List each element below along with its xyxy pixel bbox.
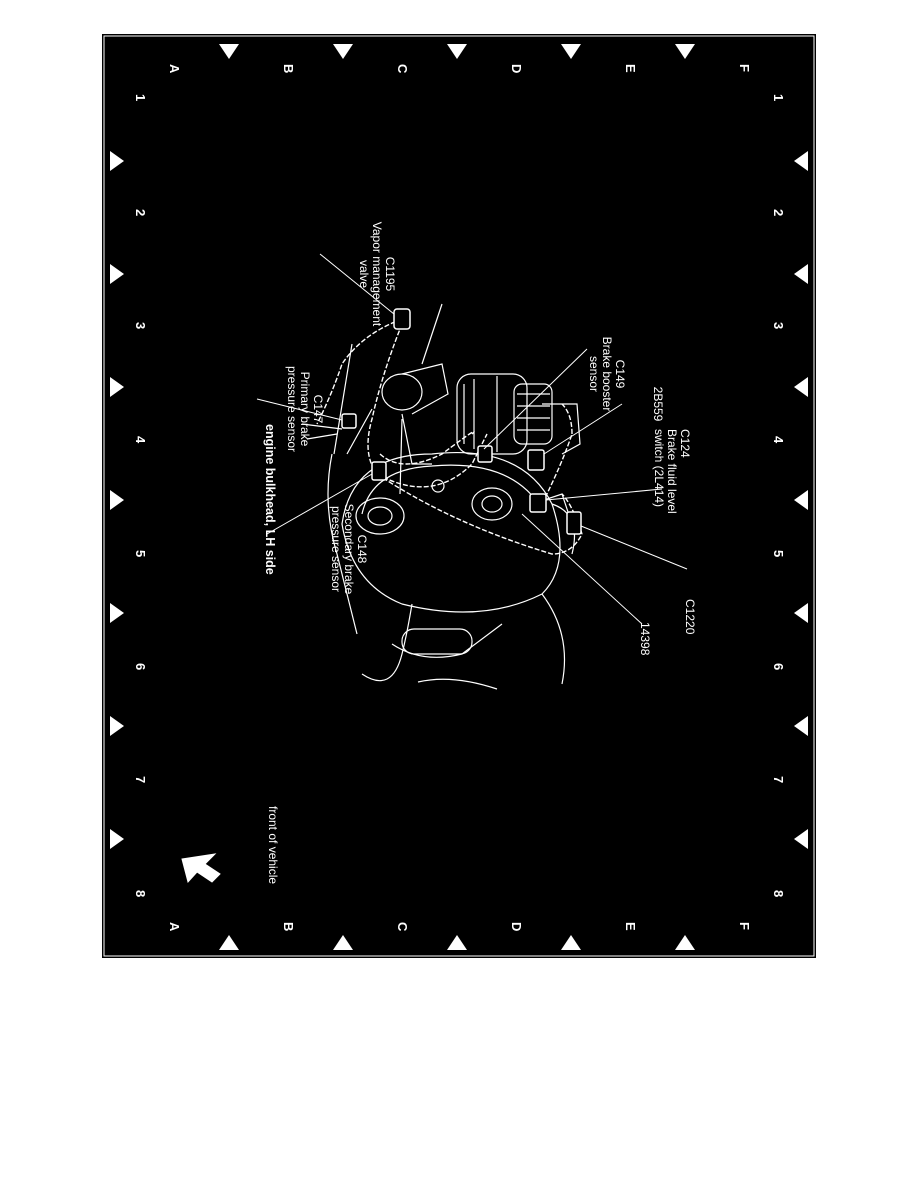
- label-c149-desc2: sensor: [587, 355, 601, 393]
- brake-master-cylinder-drawing: [301, 303, 581, 690]
- label-c1195: C1195 Vapor management valve: [357, 214, 397, 334]
- label-c147-desc1: Primary brake: [298, 371, 312, 447]
- label-c147: C147 Primary brake pressure sensor: [285, 354, 325, 464]
- label-2b559: 2B559: [651, 374, 665, 434]
- grid-row-c-a: C: [395, 64, 410, 74]
- label-c124-desc2: switch (2L414): [652, 429, 666, 508]
- grid-col-3-b: 3: [771, 322, 786, 330]
- label-c148-code: C148: [355, 534, 369, 564]
- label-c124: C124 Brake fluid level switch (2L414): [652, 429, 692, 514]
- grid-col-2-b: 2: [771, 209, 786, 217]
- label-c148-desc1: Secondary brake: [342, 503, 356, 595]
- label-c148: C148 Secondary brake pressure sensor: [329, 489, 369, 609]
- grid-row-d-a: D: [509, 64, 524, 74]
- label-14398: 14398: [638, 622, 652, 656]
- arrow-up-left-icon: [181, 853, 221, 884]
- grid-row-f-a: F: [737, 64, 752, 72]
- diagram-caption: engine bulkhead, LH side: [263, 424, 277, 575]
- label-c147-code: C147: [311, 394, 325, 424]
- grid-col-1-b: 1: [771, 94, 786, 102]
- grid-markers-right: [794, 151, 808, 849]
- grid-col-4-a: 4: [133, 436, 148, 444]
- label-c1195-desc1: Vapor management: [370, 221, 384, 327]
- grid-row-b-b: B: [281, 922, 296, 932]
- connector-2b559: [527, 449, 545, 471]
- label-c124-code: C124: [678, 429, 692, 458]
- grid-col-1-a: 1: [133, 94, 148, 102]
- connectors: [341, 308, 582, 535]
- rotated-label-layer: 1 2 3 4 5 6 7 8 1 2 3 4 5 6 7 8 A B C D …: [102, 34, 816, 958]
- grid-col-8-b: 8: [771, 890, 786, 898]
- grid-col-7-b: 7: [771, 776, 786, 784]
- grid-col-3-a: 3: [133, 322, 148, 330]
- grid-row-d-b: D: [509, 922, 524, 932]
- grid-row-f-b: F: [737, 922, 752, 930]
- label-c1195-desc2: valve: [357, 259, 371, 288]
- grid-col-7-a: 7: [133, 776, 148, 784]
- connector-c1220: [566, 511, 582, 535]
- front-of-vehicle-label: front of vehicle: [266, 806, 280, 885]
- diagram-frame: 1 2 3 4 5 6 7 8 1 2 3 4 5 6 7 8 A B C D …: [102, 34, 816, 958]
- leader-lines: [256, 253, 688, 625]
- label-c149-code: C149: [613, 359, 627, 389]
- connector-c149: [477, 445, 493, 463]
- label-c1220: C1220: [683, 599, 697, 635]
- grid-row-a-b: A: [167, 922, 182, 932]
- label-c1195-code: C1195: [383, 256, 397, 292]
- connector-c148: [371, 461, 387, 481]
- label-c147-desc2: pressure sensor: [285, 365, 299, 453]
- label-c1220-code: C1220: [683, 599, 697, 635]
- label-c124-desc1: Brake fluid level: [665, 429, 679, 514]
- grid-markers-top: [219, 44, 695, 59]
- connector-c147: [341, 413, 357, 429]
- grid-col-6-b: 6: [771, 663, 786, 671]
- grid-col-2-a: 2: [133, 209, 148, 217]
- grid-col-5-b: 5: [771, 550, 786, 558]
- engine-bulkhead-illustration: [103, 35, 815, 957]
- grid-row-b-a: B: [281, 64, 296, 74]
- grid-col-4-b: 4: [771, 436, 786, 444]
- grid-row-e-b: E: [623, 922, 638, 931]
- grid-col-8-a: 8: [133, 890, 148, 898]
- label-c149: C149 Brake booster sensor: [587, 324, 627, 424]
- label-c148-desc2: pressure sensor: [329, 505, 343, 593]
- grid-markers-left: [110, 151, 124, 849]
- label-14398-code: 14398: [638, 622, 652, 656]
- grid-row-a-a: A: [167, 64, 182, 74]
- connector-c124: [529, 493, 547, 513]
- label-2b559-code: 2B559: [651, 386, 665, 422]
- grid-row-c-b: C: [395, 922, 410, 932]
- label-c149-desc1: Brake booster: [600, 336, 614, 412]
- wiring-harness: [316, 318, 583, 555]
- connector-c1195: [393, 308, 411, 330]
- grid-row-e-a: E: [623, 64, 638, 73]
- grid-markers-bottom: [219, 935, 695, 950]
- grid-col-6-a: 6: [133, 663, 148, 671]
- grid-col-5-a: 5: [133, 550, 148, 558]
